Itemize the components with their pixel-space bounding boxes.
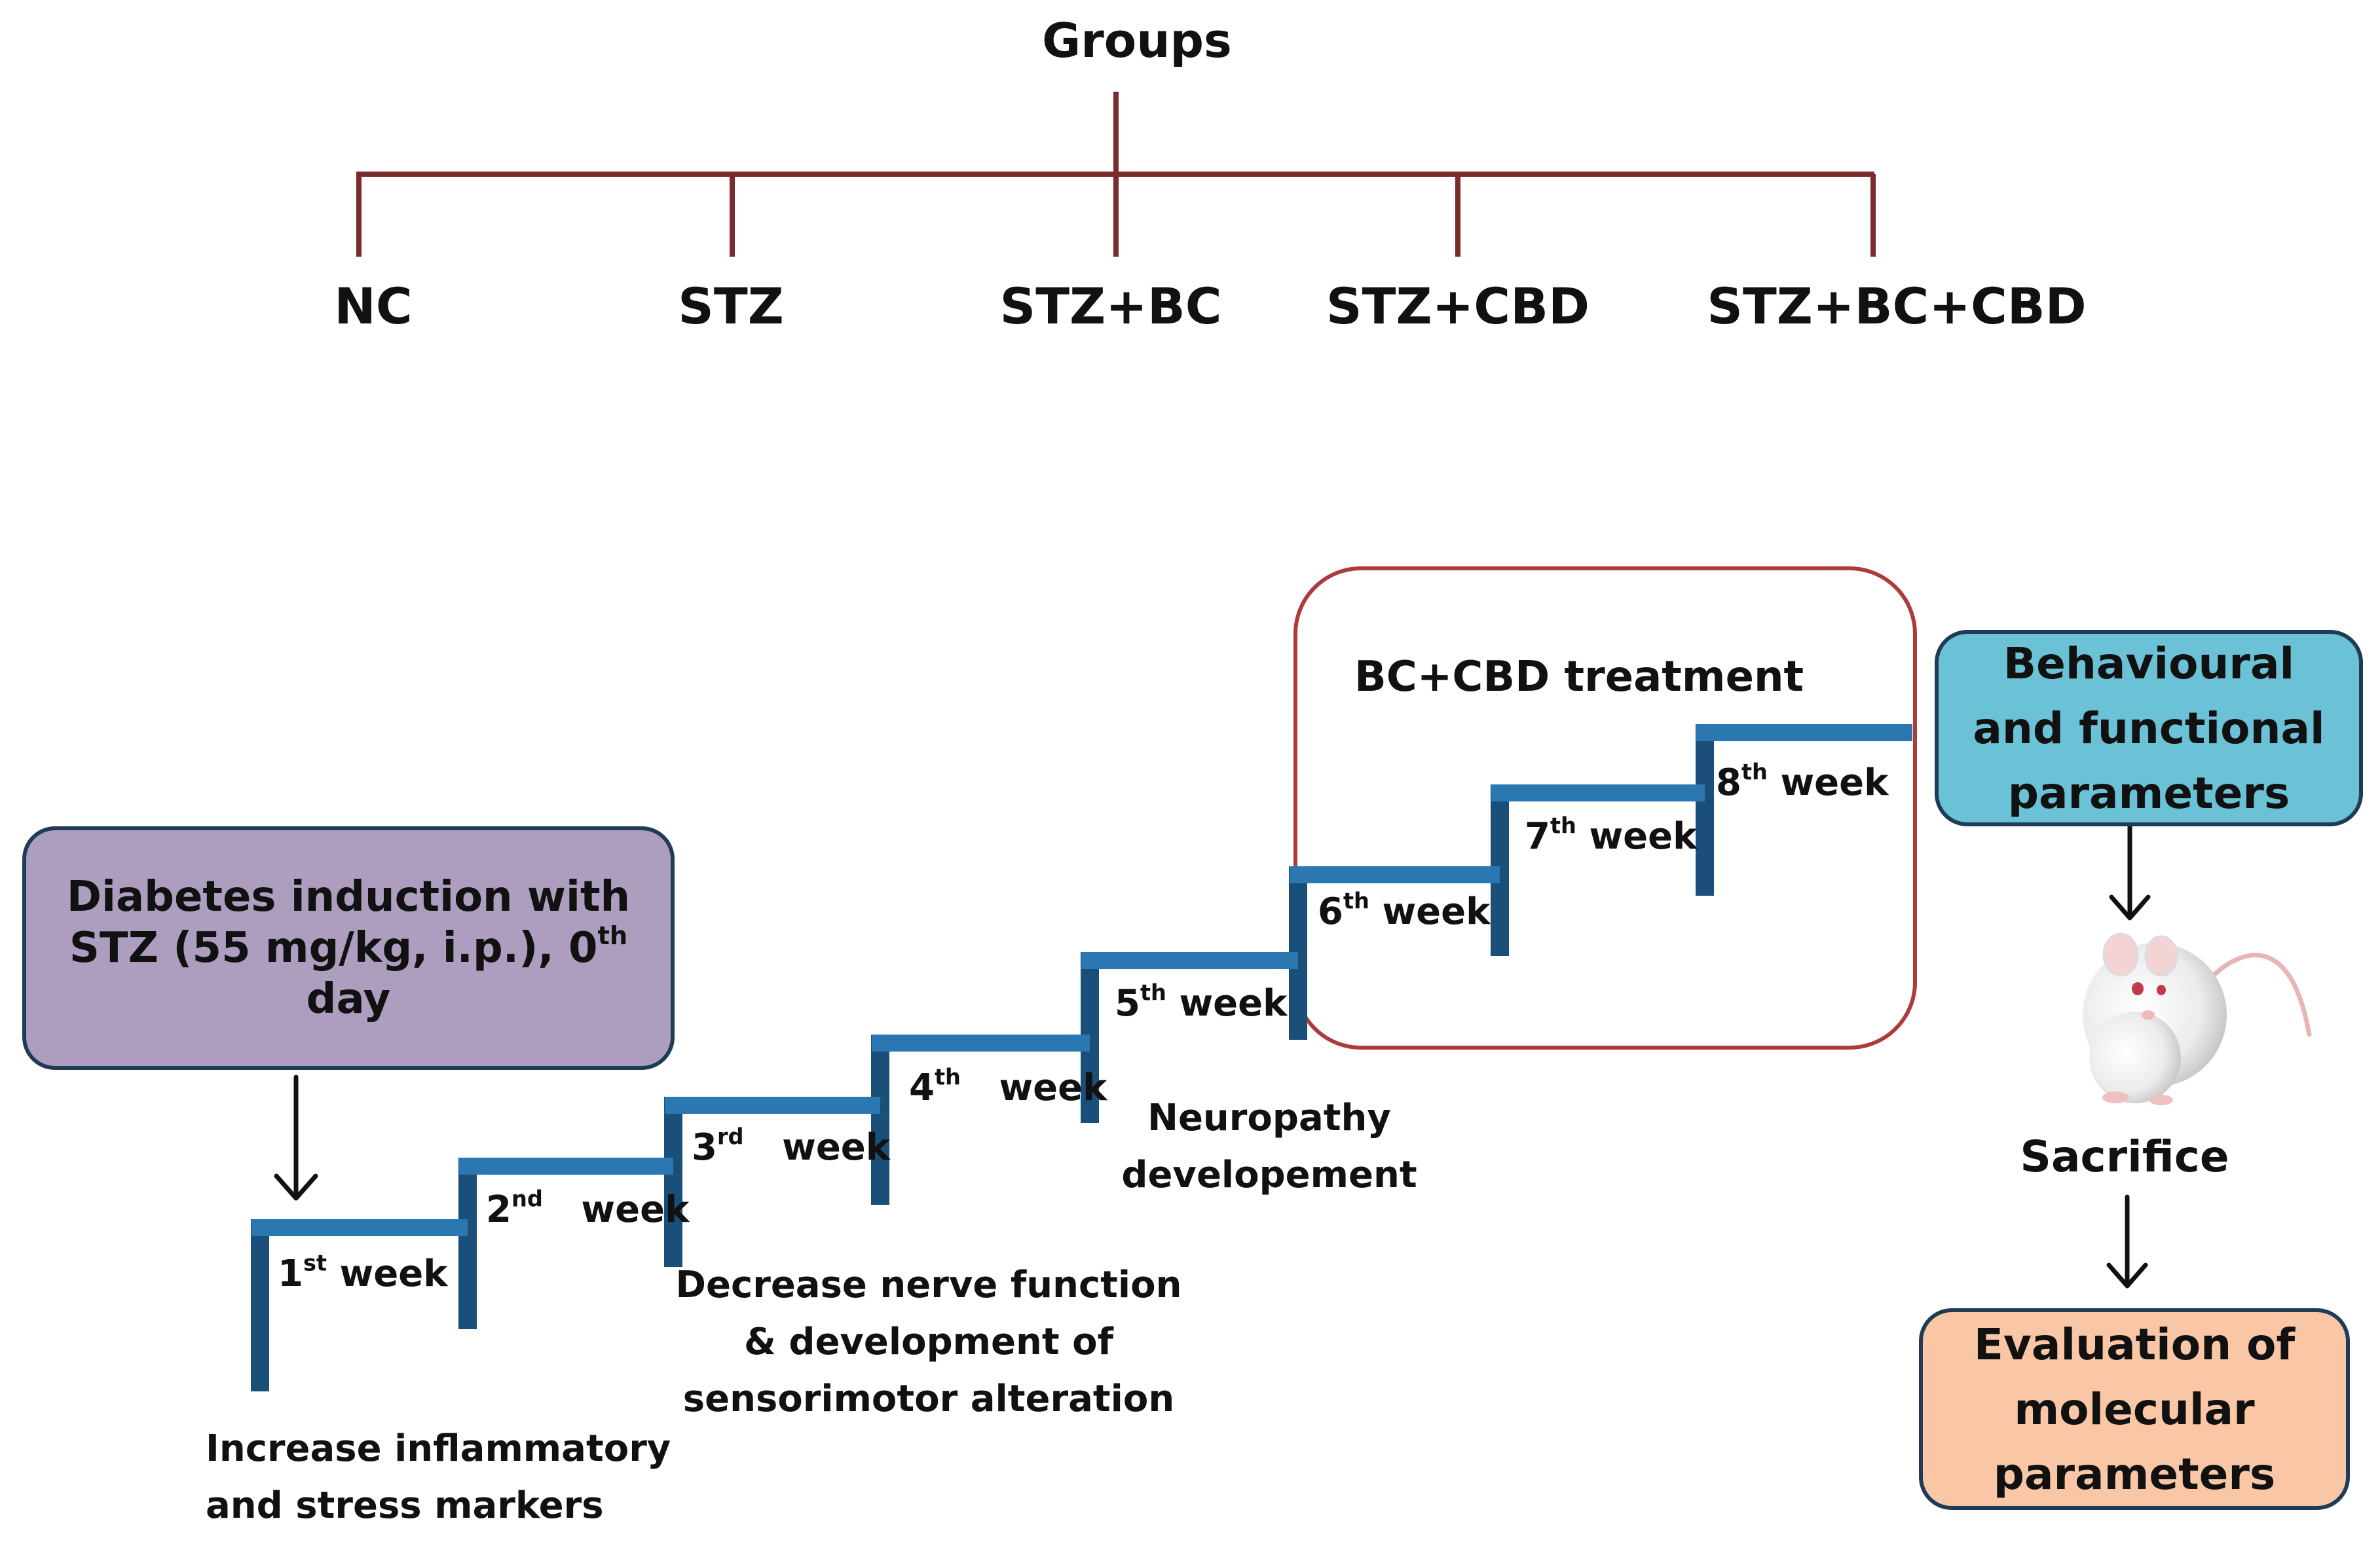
week-label-8: 8th week — [1716, 759, 1889, 804]
group-tree-lines — [356, 92, 1876, 257]
treatment-label: BC+CBD treatment — [1354, 653, 1804, 701]
annotation-inflammation: Increase inflammatory and stress markers — [206, 1427, 671, 1527]
group-label-nc: NC — [334, 277, 413, 335]
week-label-6: 6th week — [1318, 888, 1491, 933]
group-label-stz-bc: STZ+BC — [999, 277, 1222, 335]
rat-illustration — [2083, 932, 2312, 1105]
group-label-stz: STZ — [678, 277, 784, 335]
week-label-3: 3rd week — [692, 1124, 891, 1169]
week-label-5: 5th week — [1115, 980, 1288, 1025]
treatment-frame — [1293, 566, 1917, 1050]
stair-treads — [251, 724, 1912, 1236]
annotation-neuropathy: Neuropathy developement — [1121, 1097, 1417, 1196]
flow-arrows — [274, 824, 2151, 1289]
groups-title: Groups — [1042, 13, 1232, 68]
arrow-induction-head — [274, 1173, 318, 1201]
molecular-box: Evaluation of molecular parameters — [1919, 1308, 2350, 1510]
behavioural-box: Behavioural and functional parameters — [1935, 630, 2363, 826]
week-label-1: 1st week — [278, 1250, 448, 1295]
week-staircase — [251, 724, 1912, 1391]
week-label-4: 4th week — [909, 1064, 1107, 1109]
group-label-stz-cbd: STZ+CBD — [1326, 277, 1590, 335]
annotation-nerve: Decrease nerve function & development of… — [675, 1264, 1182, 1420]
arrow-sacrifice-head — [2106, 1262, 2148, 1289]
induction-line-3: day — [306, 975, 391, 1024]
induction-line-1: Diabetes induction with — [66, 872, 631, 921]
induction-line-2: STZ (55 mg/kg, i.p.), 0th — [69, 921, 628, 972]
week-label-2: 2nd week — [486, 1186, 690, 1231]
week-label-7: 7th week — [1525, 813, 1698, 858]
arrow-behaviour-head — [2109, 894, 2151, 921]
induction-sup: th — [597, 921, 628, 951]
sacrifice-label: Sacrifice — [2020, 1131, 2229, 1182]
group-label-stz-bc-cbd: STZ+BC+CBD — [1707, 277, 2087, 335]
induction-box: Diabetes induction with STZ (55 mg/kg, i… — [22, 826, 675, 1070]
